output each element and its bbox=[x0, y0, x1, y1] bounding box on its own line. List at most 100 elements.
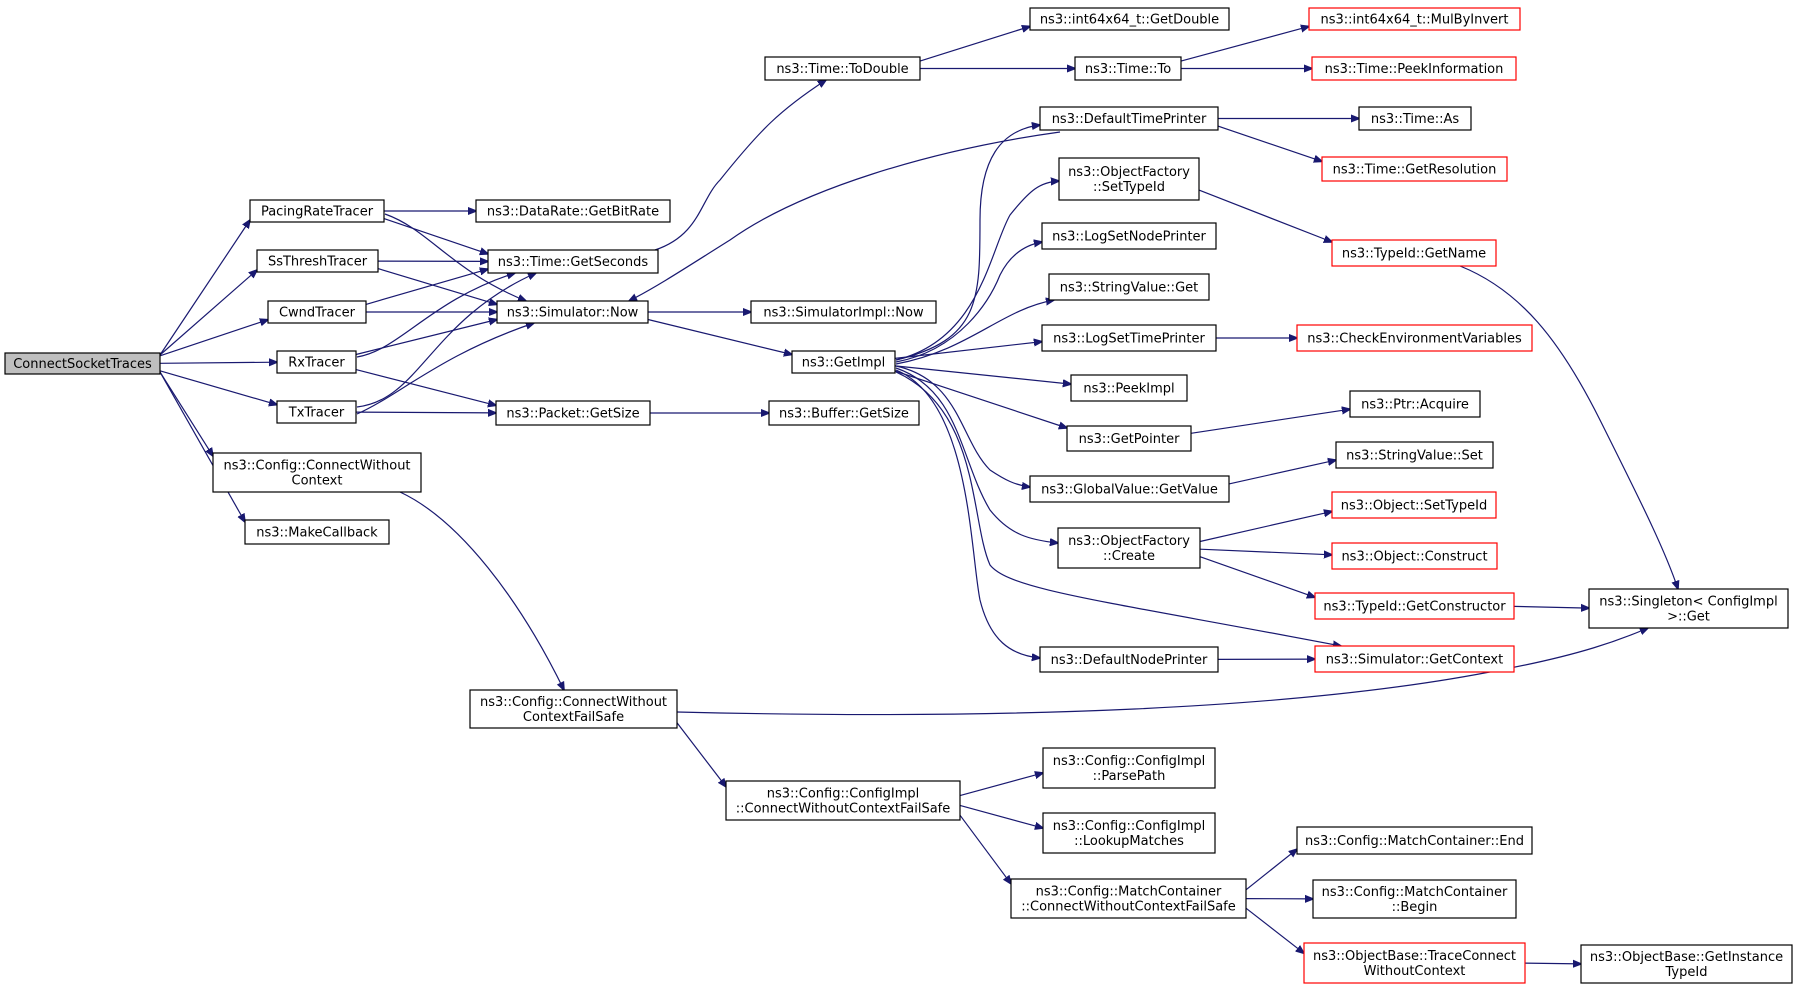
node-box[interactable] bbox=[1041, 324, 1217, 352]
node-box[interactable] bbox=[750, 300, 937, 324]
node-timeas[interactable]: ns3::Time::As bbox=[1358, 106, 1472, 131]
node-rx[interactable]: RxTracer bbox=[276, 350, 357, 374]
node-logsettimeprinter[interactable]: ns3::LogSetTimePrinter bbox=[1041, 324, 1217, 352]
node-box[interactable] bbox=[1312, 879, 1517, 919]
node-mcconnfailsafe[interactable]: ns3::Config::MatchContainer::ConnectWith… bbox=[1010, 878, 1247, 919]
node-box[interactable] bbox=[1074, 56, 1182, 81]
node-box[interactable] bbox=[1331, 239, 1497, 267]
node-simimplnow[interactable]: ns3::SimulatorImpl::Now bbox=[750, 300, 937, 324]
node-box[interactable] bbox=[1308, 7, 1521, 31]
node-box[interactable] bbox=[791, 350, 896, 374]
node-box[interactable] bbox=[276, 350, 357, 374]
node-box[interactable] bbox=[1358, 106, 1472, 131]
node-tx[interactable]: TxTracer bbox=[276, 400, 357, 424]
node-ssthresh[interactable]: SsThreshTracer bbox=[256, 249, 379, 273]
node-box[interactable] bbox=[1314, 645, 1515, 673]
node-box[interactable] bbox=[1010, 878, 1247, 919]
node-box[interactable] bbox=[1321, 156, 1508, 182]
node-box[interactable] bbox=[1331, 542, 1498, 570]
node-getimpl[interactable]: ns3::GetImpl bbox=[791, 350, 896, 374]
node-box[interactable] bbox=[1335, 441, 1494, 469]
node-box[interactable] bbox=[1349, 390, 1481, 418]
node-box[interactable] bbox=[1039, 646, 1219, 673]
node-box[interactable] bbox=[1296, 324, 1533, 352]
node-objsettypeid[interactable]: ns3::Object::SetTypeId bbox=[1331, 491, 1497, 519]
node-implconnfailsafe[interactable]: ns3::Config::ConfigImpl::ConnectWithoutC… bbox=[725, 780, 961, 821]
node-box[interactable] bbox=[267, 300, 367, 324]
node-box[interactable] bbox=[256, 249, 379, 273]
node-pacing[interactable]: PacingRateTracer bbox=[249, 199, 385, 223]
node-ofsettypeid[interactable]: ns3::ObjectFactory::SetTypeId bbox=[1058, 157, 1200, 201]
node-box[interactable] bbox=[1042, 812, 1216, 854]
node-defnodeprinter[interactable]: ns3::DefaultNodePrinter bbox=[1039, 646, 1219, 673]
node-box[interactable] bbox=[1057, 527, 1201, 569]
node-root[interactable]: ConnectSocketTraces bbox=[4, 352, 161, 375]
node-logsetnodeprinter[interactable]: ns3::LogSetNodePrinter bbox=[1041, 222, 1217, 250]
node-traceconnect[interactable]: ns3::ObjectBase::TraceConnectWithoutCont… bbox=[1303, 942, 1526, 984]
node-pktsize[interactable]: ns3::Packet::GetSize bbox=[495, 400, 651, 426]
node-typeidgetname[interactable]: ns3::TypeId::GetName bbox=[1331, 239, 1497, 267]
node-box[interactable] bbox=[1588, 588, 1789, 629]
node-box[interactable] bbox=[4, 352, 161, 375]
node-box[interactable] bbox=[1041, 222, 1217, 250]
node-getconstructor[interactable]: ns3::TypeId::GetConstructor bbox=[1314, 592, 1515, 620]
node-stringvalueget[interactable]: ns3::StringValue::Get bbox=[1048, 273, 1210, 301]
node-mcbegin[interactable]: ns3::Config::MatchContainer::Begin bbox=[1312, 879, 1517, 919]
node-box[interactable] bbox=[496, 300, 649, 324]
node-peekimpl[interactable]: ns3::PeekImpl bbox=[1070, 374, 1188, 402]
node-box[interactable] bbox=[495, 400, 651, 426]
node-box[interactable] bbox=[768, 400, 920, 426]
node-box[interactable] bbox=[244, 519, 390, 545]
node-checkenv[interactable]: ns3::CheckEnvironmentVariables bbox=[1296, 324, 1533, 352]
node-peekinfo[interactable]: ns3::Time::PeekInformation bbox=[1311, 56, 1517, 81]
node-box[interactable] bbox=[469, 689, 678, 729]
node-box[interactable] bbox=[1039, 106, 1219, 131]
node-simnow[interactable]: ns3::Simulator::Now bbox=[496, 300, 649, 324]
node-box[interactable] bbox=[1331, 491, 1497, 519]
node-box[interactable] bbox=[1303, 942, 1526, 984]
node-singleton[interactable]: ns3::Singleton< ConfigImpl >::Get bbox=[1588, 588, 1789, 629]
node-mulbyinvert[interactable]: ns3::int64x64_t::MulByInvert bbox=[1308, 7, 1521, 31]
node-getresolution[interactable]: ns3::Time::GetResolution bbox=[1321, 156, 1508, 182]
node-int64getdouble[interactable]: ns3::int64x64_t::GetDouble bbox=[1029, 7, 1230, 31]
node-cfgconnfailsafe[interactable]: ns3::Config::ConnectWithoutContextFailSa… bbox=[469, 689, 678, 729]
node-objconstruct[interactable]: ns3::Object::Construct bbox=[1331, 542, 1498, 570]
node-mcend[interactable]: ns3::Config::MatchContainer::End bbox=[1296, 826, 1533, 855]
node-box[interactable] bbox=[212, 452, 422, 493]
node-ptracquire[interactable]: ns3::Ptr::Acquire bbox=[1349, 390, 1481, 418]
node-box[interactable] bbox=[1311, 56, 1517, 81]
node-box[interactable] bbox=[1314, 592, 1515, 620]
node-deftimeprinter[interactable]: ns3::DefaultTimePrinter bbox=[1039, 106, 1219, 131]
node-box[interactable] bbox=[1296, 826, 1533, 855]
node-parsepath[interactable]: ns3::Config::ConfigImpl::ParsePath bbox=[1042, 747, 1216, 789]
node-stringvalueset[interactable]: ns3::StringValue::Set bbox=[1335, 441, 1494, 469]
node-getbitrate[interactable]: ns3::DataRate::GetBitRate bbox=[475, 199, 671, 223]
node-box[interactable] bbox=[487, 249, 659, 274]
node-simgetcontext[interactable]: ns3::Simulator::GetContext bbox=[1314, 645, 1515, 673]
node-box[interactable] bbox=[276, 400, 357, 424]
node-box[interactable] bbox=[475, 199, 671, 223]
node-box[interactable] bbox=[764, 56, 921, 81]
node-box[interactable] bbox=[249, 199, 385, 223]
node-ofcreate[interactable]: ns3::ObjectFactory::Create bbox=[1057, 527, 1201, 569]
node-box[interactable] bbox=[1070, 374, 1188, 402]
node-box[interactable] bbox=[1029, 475, 1230, 503]
node-lookupmatches[interactable]: ns3::Config::ConfigImpl::LookupMatches bbox=[1042, 812, 1216, 854]
node-cfgconn[interactable]: ns3::Config::ConnectWithoutContext bbox=[212, 452, 422, 493]
node-timeto[interactable]: ns3::Time::To bbox=[1074, 56, 1182, 81]
node-bufsize[interactable]: ns3::Buffer::GetSize bbox=[768, 400, 920, 426]
node-box[interactable] bbox=[1042, 747, 1216, 789]
node-getseconds[interactable]: ns3::Time::GetSeconds bbox=[487, 249, 659, 274]
node-box[interactable] bbox=[1058, 157, 1200, 201]
node-getpointer[interactable]: ns3::GetPointer bbox=[1066, 425, 1192, 452]
node-gvgetvalue[interactable]: ns3::GlobalValue::GetValue bbox=[1029, 475, 1230, 503]
node-box[interactable] bbox=[725, 780, 961, 821]
node-box[interactable] bbox=[1066, 425, 1192, 452]
node-box[interactable] bbox=[1580, 944, 1793, 984]
node-makecb[interactable]: ns3::MakeCallback bbox=[244, 519, 390, 545]
node-todouble[interactable]: ns3::Time::ToDouble bbox=[764, 56, 921, 81]
node-box[interactable] bbox=[1029, 7, 1230, 31]
node-box[interactable] bbox=[1048, 273, 1210, 301]
node-cwnd[interactable]: CwndTracer bbox=[267, 300, 367, 324]
